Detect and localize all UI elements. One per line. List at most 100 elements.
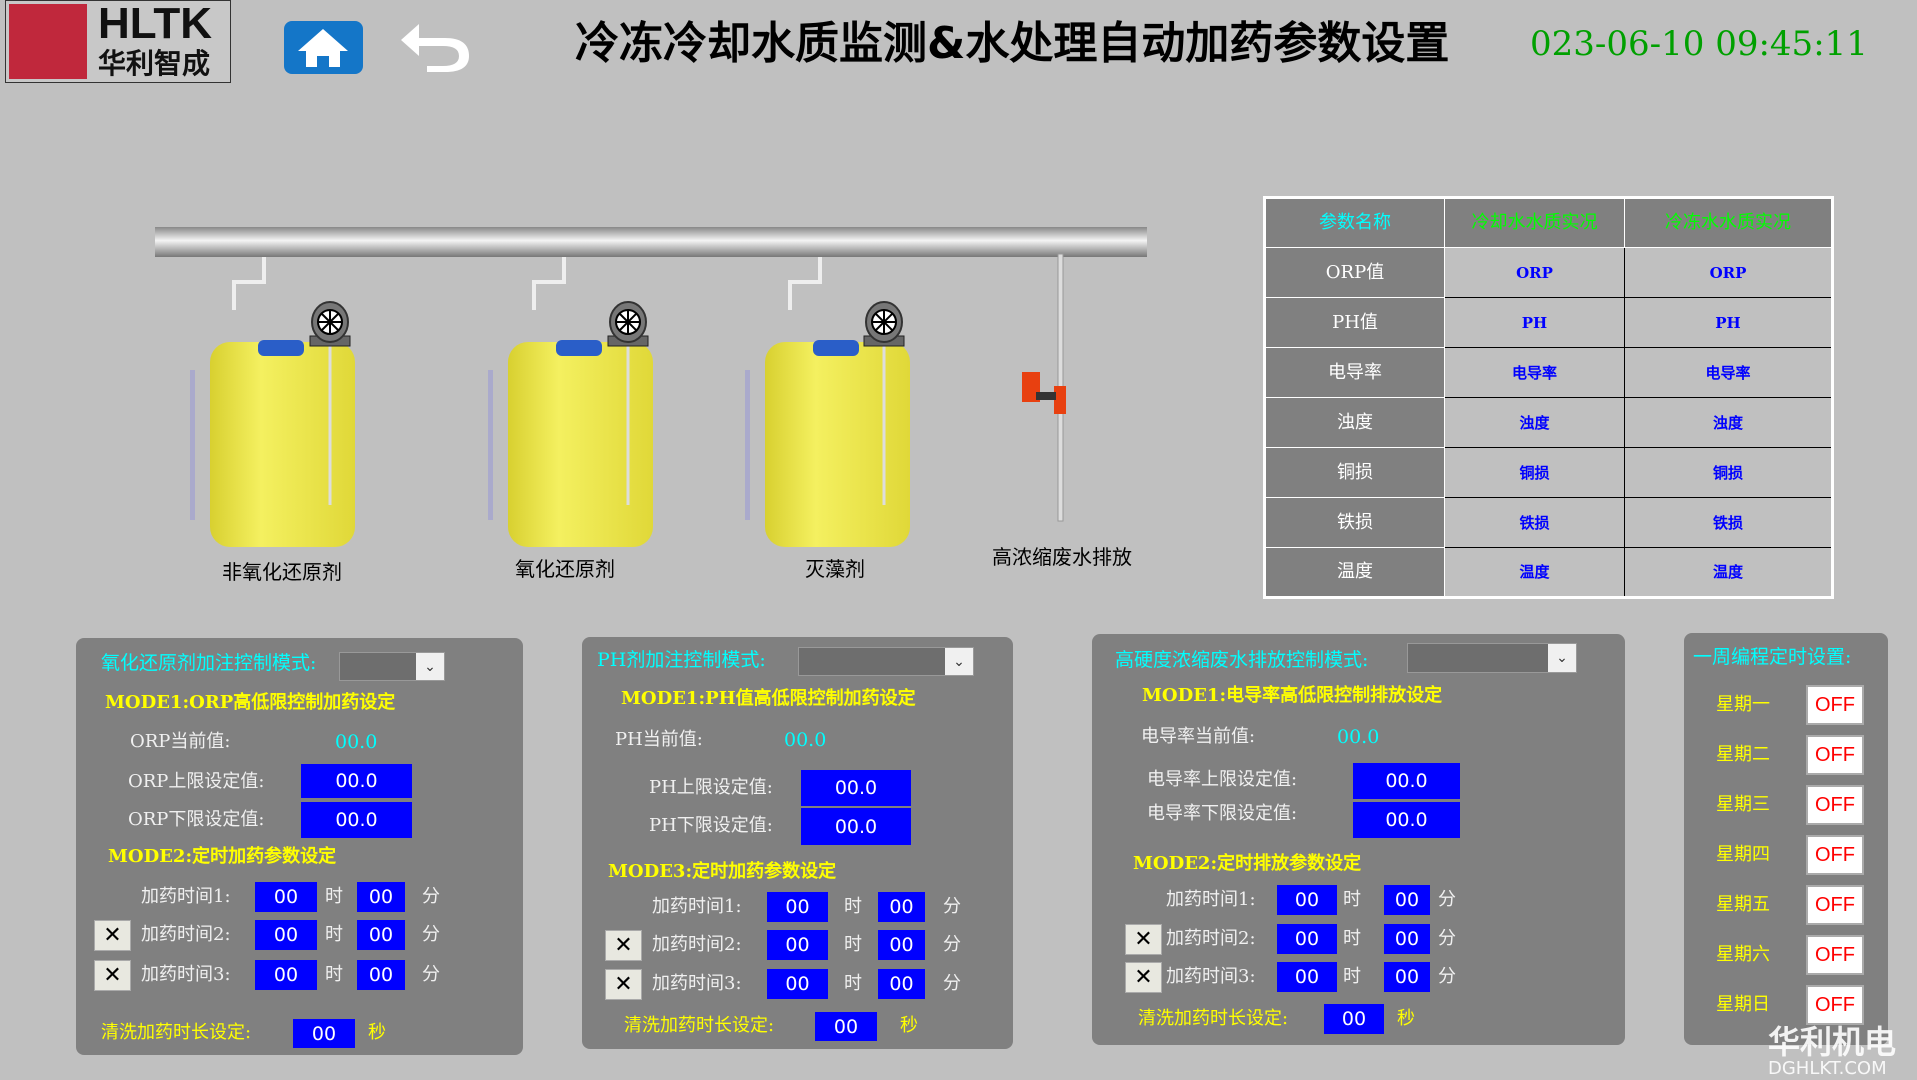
home-button[interactable]	[284, 21, 363, 74]
mode-dropdown[interactable]: ⌄	[798, 647, 974, 676]
header-chilled: 冷冻水水质实况	[1624, 197, 1833, 248]
chevron-down-icon: ⌄	[416, 653, 444, 680]
weekday-toggle[interactable]: OFF	[1806, 785, 1864, 825]
minute-input[interactable]: 00	[878, 892, 925, 922]
weekday-label: 星期二	[1716, 744, 1770, 765]
hour-unit: 时	[1343, 928, 1361, 949]
hour-input[interactable]: 00	[767, 930, 828, 960]
drain-valve	[1022, 253, 1066, 522]
minute-input[interactable]: 00	[1384, 885, 1430, 915]
company-logo: HLTK 华利智成	[5, 0, 231, 83]
minute-input[interactable]: 00	[878, 969, 925, 999]
hour-input[interactable]: 00	[255, 882, 317, 912]
upper-limit-input[interactable]: 00.0	[301, 764, 412, 798]
minute-input[interactable]: 00	[357, 960, 405, 990]
hour-input[interactable]: 00	[255, 920, 317, 950]
upper-limit-label: 电导率上限设定值:	[1147, 769, 1298, 790]
weekday-label: 星期一	[1716, 694, 1770, 715]
second-unit: 秒	[1397, 1008, 1415, 1029]
weekday-toggle[interactable]: OFF	[1806, 935, 1864, 975]
disable-time-button[interactable]: ✕	[605, 969, 642, 1000]
weekday-toggle[interactable]: OFF	[1806, 985, 1864, 1025]
dosing-time-label: 加药时间1:	[1166, 889, 1256, 910]
hour-input[interactable]: 00	[255, 960, 317, 990]
disable-time-button[interactable]: ✕	[1125, 962, 1162, 993]
tank-label-oxidizing: 氧化还原剂	[515, 557, 615, 581]
disable-time-button[interactable]: ✕	[605, 930, 642, 961]
minute-unit: 分	[422, 924, 440, 945]
wash-duration-input[interactable]: 00	[815, 1012, 877, 1041]
chilled-value: 电导率	[1624, 347, 1833, 398]
close-icon: ✕	[1134, 926, 1153, 952]
param-name: 铜损	[1264, 447, 1445, 498]
tank-1	[190, 257, 355, 547]
disable-time-button[interactable]: ✕	[1125, 924, 1162, 955]
process-diagram	[155, 227, 1147, 547]
minute-input[interactable]: 00	[878, 930, 925, 960]
schedule-title: 一周编程定时设置:	[1693, 646, 1852, 668]
minute-input[interactable]: 00	[1384, 962, 1430, 992]
weekday-toggle[interactable]: OFF	[1806, 835, 1864, 875]
mode-dropdown[interactable]: ⌄	[339, 652, 445, 681]
minute-unit: 分	[422, 964, 440, 985]
cooling-value: 电导率	[1444, 347, 1625, 398]
dosing-time-label: 加药时间2:	[141, 924, 231, 945]
mode-dropdown[interactable]: ⌄	[1407, 643, 1577, 673]
upper-limit-label: ORP上限设定值:	[128, 771, 265, 792]
weekday-toggle[interactable]: OFF	[1806, 735, 1864, 775]
hour-unit: 时	[844, 934, 862, 955]
lower-limit-input[interactable]: 00.0	[1353, 802, 1460, 838]
chilled-value: 铁损	[1624, 497, 1833, 548]
hour-input[interactable]: 00	[1277, 924, 1337, 954]
header-param: 参数名称	[1264, 197, 1445, 248]
mode2-heading: MODE2:定时加药参数设定	[108, 846, 337, 867]
lower-limit-input[interactable]: 00.0	[801, 808, 911, 845]
home-icon	[298, 29, 348, 67]
upper-limit-input[interactable]: 00.0	[1353, 763, 1460, 799]
weekday-toggle[interactable]: OFF	[1806, 685, 1864, 725]
hour-input[interactable]: 00	[767, 969, 828, 999]
hour-input[interactable]: 00	[1277, 885, 1337, 915]
param-name: 铁损	[1264, 497, 1445, 548]
chilled-value: 铜损	[1624, 447, 1833, 498]
main-pipe	[155, 227, 1147, 257]
hour-unit: 时	[1343, 889, 1361, 910]
table-row: 温度温度温度	[1264, 547, 1833, 598]
minute-input[interactable]: 00	[357, 882, 405, 912]
dosing-time-label: 加药时间3:	[1166, 966, 1256, 987]
close-icon: ✕	[614, 932, 633, 958]
cooling-value: 温度	[1444, 547, 1625, 598]
weekday-toggle[interactable]: OFF	[1806, 885, 1864, 925]
minute-unit: 分	[422, 886, 440, 907]
minute-input[interactable]: 00	[357, 920, 405, 950]
chilled-value: PH	[1624, 297, 1833, 348]
weekday-label: 星期日	[1716, 994, 1770, 1015]
dosing-time-label: 加药时间1:	[652, 896, 742, 917]
dosing-time-label: 加药时间3:	[652, 973, 742, 994]
logo-mark-icon	[9, 4, 87, 79]
disable-time-button[interactable]: ✕	[94, 920, 131, 951]
hour-input[interactable]: 00	[1277, 962, 1337, 992]
page-title: 冷冻冷却水质监测&水处理自动加药参数设置	[575, 18, 1450, 69]
wash-duration-input[interactable]: 00	[1324, 1004, 1384, 1034]
hour-input[interactable]: 00	[767, 892, 828, 922]
table-row: 铁损铁损铁损	[1264, 497, 1833, 548]
close-icon: ✕	[103, 922, 122, 948]
lower-limit-input[interactable]: 00.0	[301, 802, 412, 838]
back-button[interactable]	[397, 16, 477, 76]
cooling-value: 浊度	[1444, 397, 1625, 448]
cooling-value: 铜损	[1444, 447, 1625, 498]
lower-limit-label: ORP下限设定值:	[128, 809, 265, 830]
param-name: ORP值	[1264, 247, 1445, 298]
minute-input[interactable]: 00	[1384, 924, 1430, 954]
wash-duration-input[interactable]: 00	[293, 1019, 355, 1048]
disable-time-button[interactable]: ✕	[94, 960, 131, 991]
mode1-heading: MODE1:电导率高低限控制排放设定	[1142, 685, 1443, 706]
upper-limit-input[interactable]: 00.0	[801, 770, 911, 806]
chilled-value: 浊度	[1624, 397, 1833, 448]
table-row: 铜损铜损铜损	[1264, 447, 1833, 498]
table-row: 电导率电导率电导率	[1264, 347, 1833, 398]
